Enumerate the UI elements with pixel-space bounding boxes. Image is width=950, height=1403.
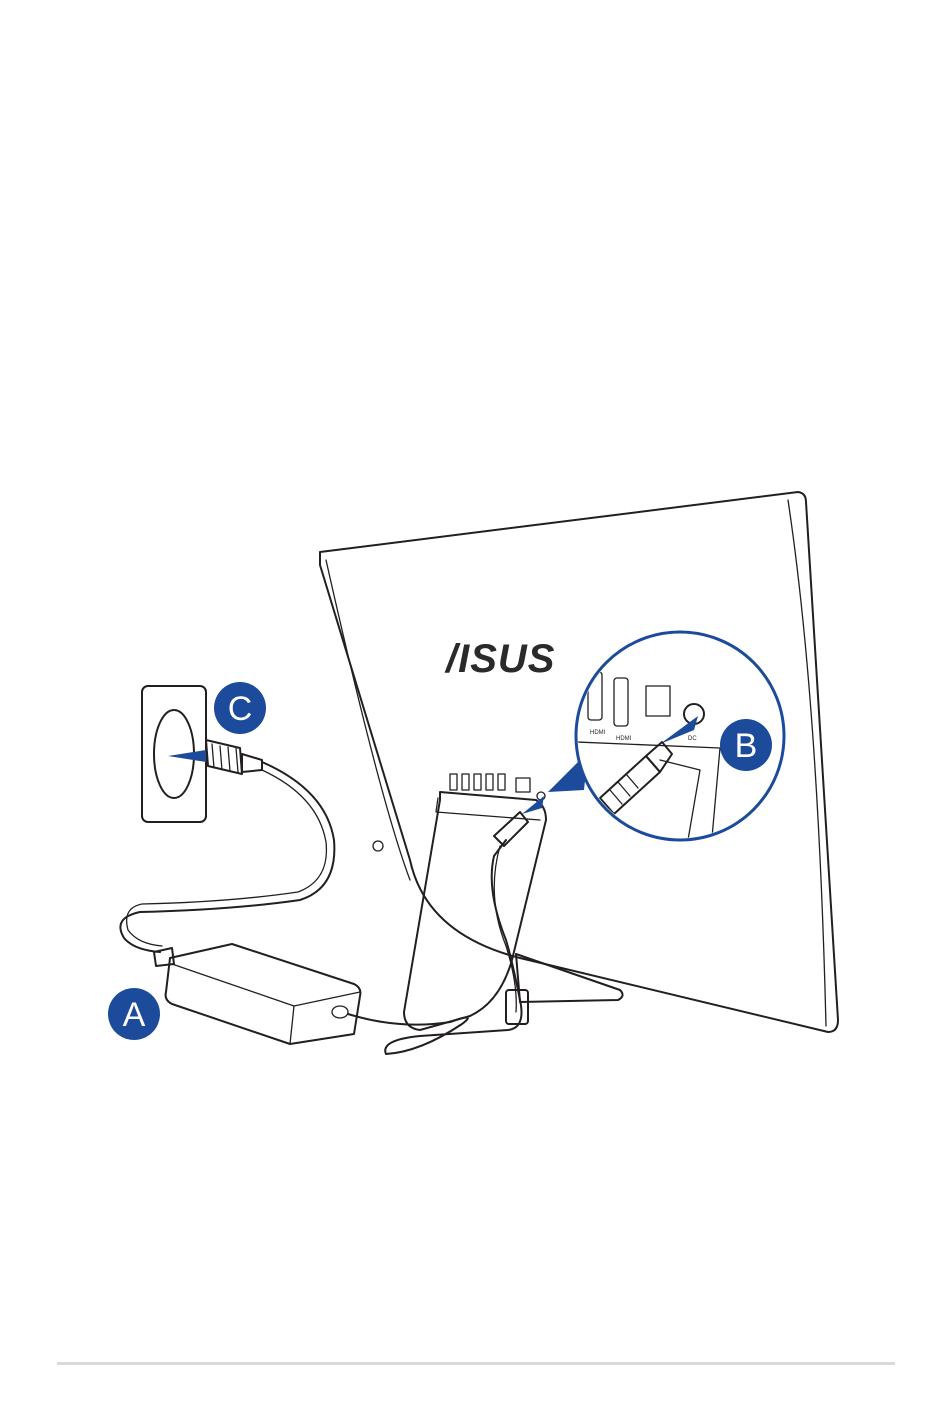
ac-cable (120, 762, 334, 952)
power-adapter (154, 944, 360, 1044)
svg-text:A: A (123, 996, 146, 1034)
footer-rule (57, 1362, 895, 1365)
label-badge-a: A (108, 988, 160, 1040)
ac-power-plug (206, 740, 262, 774)
label-badge-c: C (214, 682, 266, 734)
label-badge-b: B (720, 719, 772, 771)
svg-text:B: B (735, 727, 758, 765)
svg-text:C: C (228, 690, 253, 728)
wall-outlet (142, 686, 206, 822)
ferrite-core (506, 990, 528, 1024)
svg-text:HDMI: HDMI (616, 736, 632, 742)
insert-arrow-icon (168, 750, 206, 762)
brand-logo: /ISUS (444, 637, 555, 681)
svg-text:DC: DC (688, 736, 697, 742)
monitor-stand (404, 792, 623, 1030)
svg-text:HDMI: HDMI (590, 730, 606, 736)
